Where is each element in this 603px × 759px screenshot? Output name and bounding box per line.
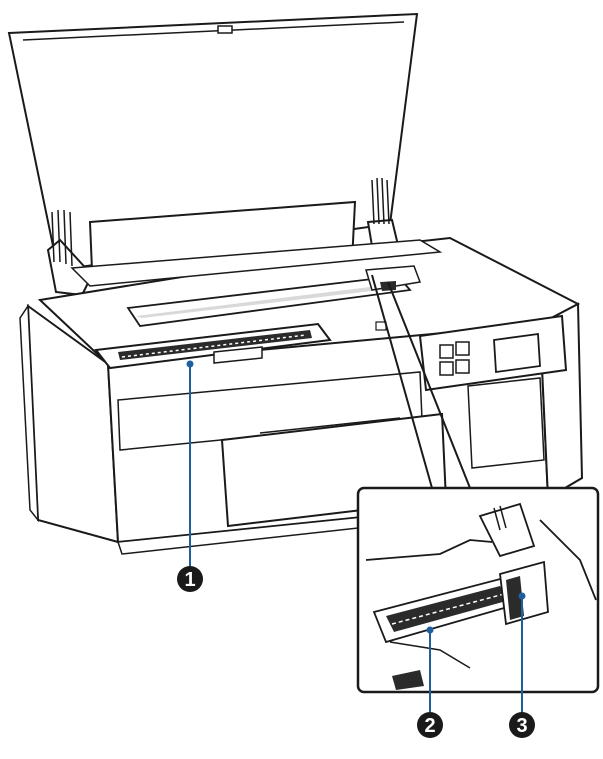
panel-button (455, 341, 470, 356)
callout-label: 2 (424, 715, 435, 737)
inset-zoom (356, 274, 600, 694)
rear-slot (94, 322, 332, 370)
callout-1: 1 (177, 566, 203, 592)
panel-button (455, 359, 470, 374)
panel-button (439, 361, 454, 376)
panel-button (439, 344, 454, 359)
panel-screen (493, 332, 541, 374)
left-guide-arm (46, 209, 94, 297)
control-panel (375, 314, 568, 392)
callout-3: 3 (509, 712, 535, 738)
small-indicator (375, 321, 387, 331)
callout-label: 3 (516, 715, 527, 737)
callout-2: 2 (417, 712, 443, 738)
callout-label: 1 (184, 569, 195, 591)
cover-latch (217, 25, 233, 34)
leader-lines (186, 360, 526, 712)
paper-path-opening (126, 265, 422, 327)
